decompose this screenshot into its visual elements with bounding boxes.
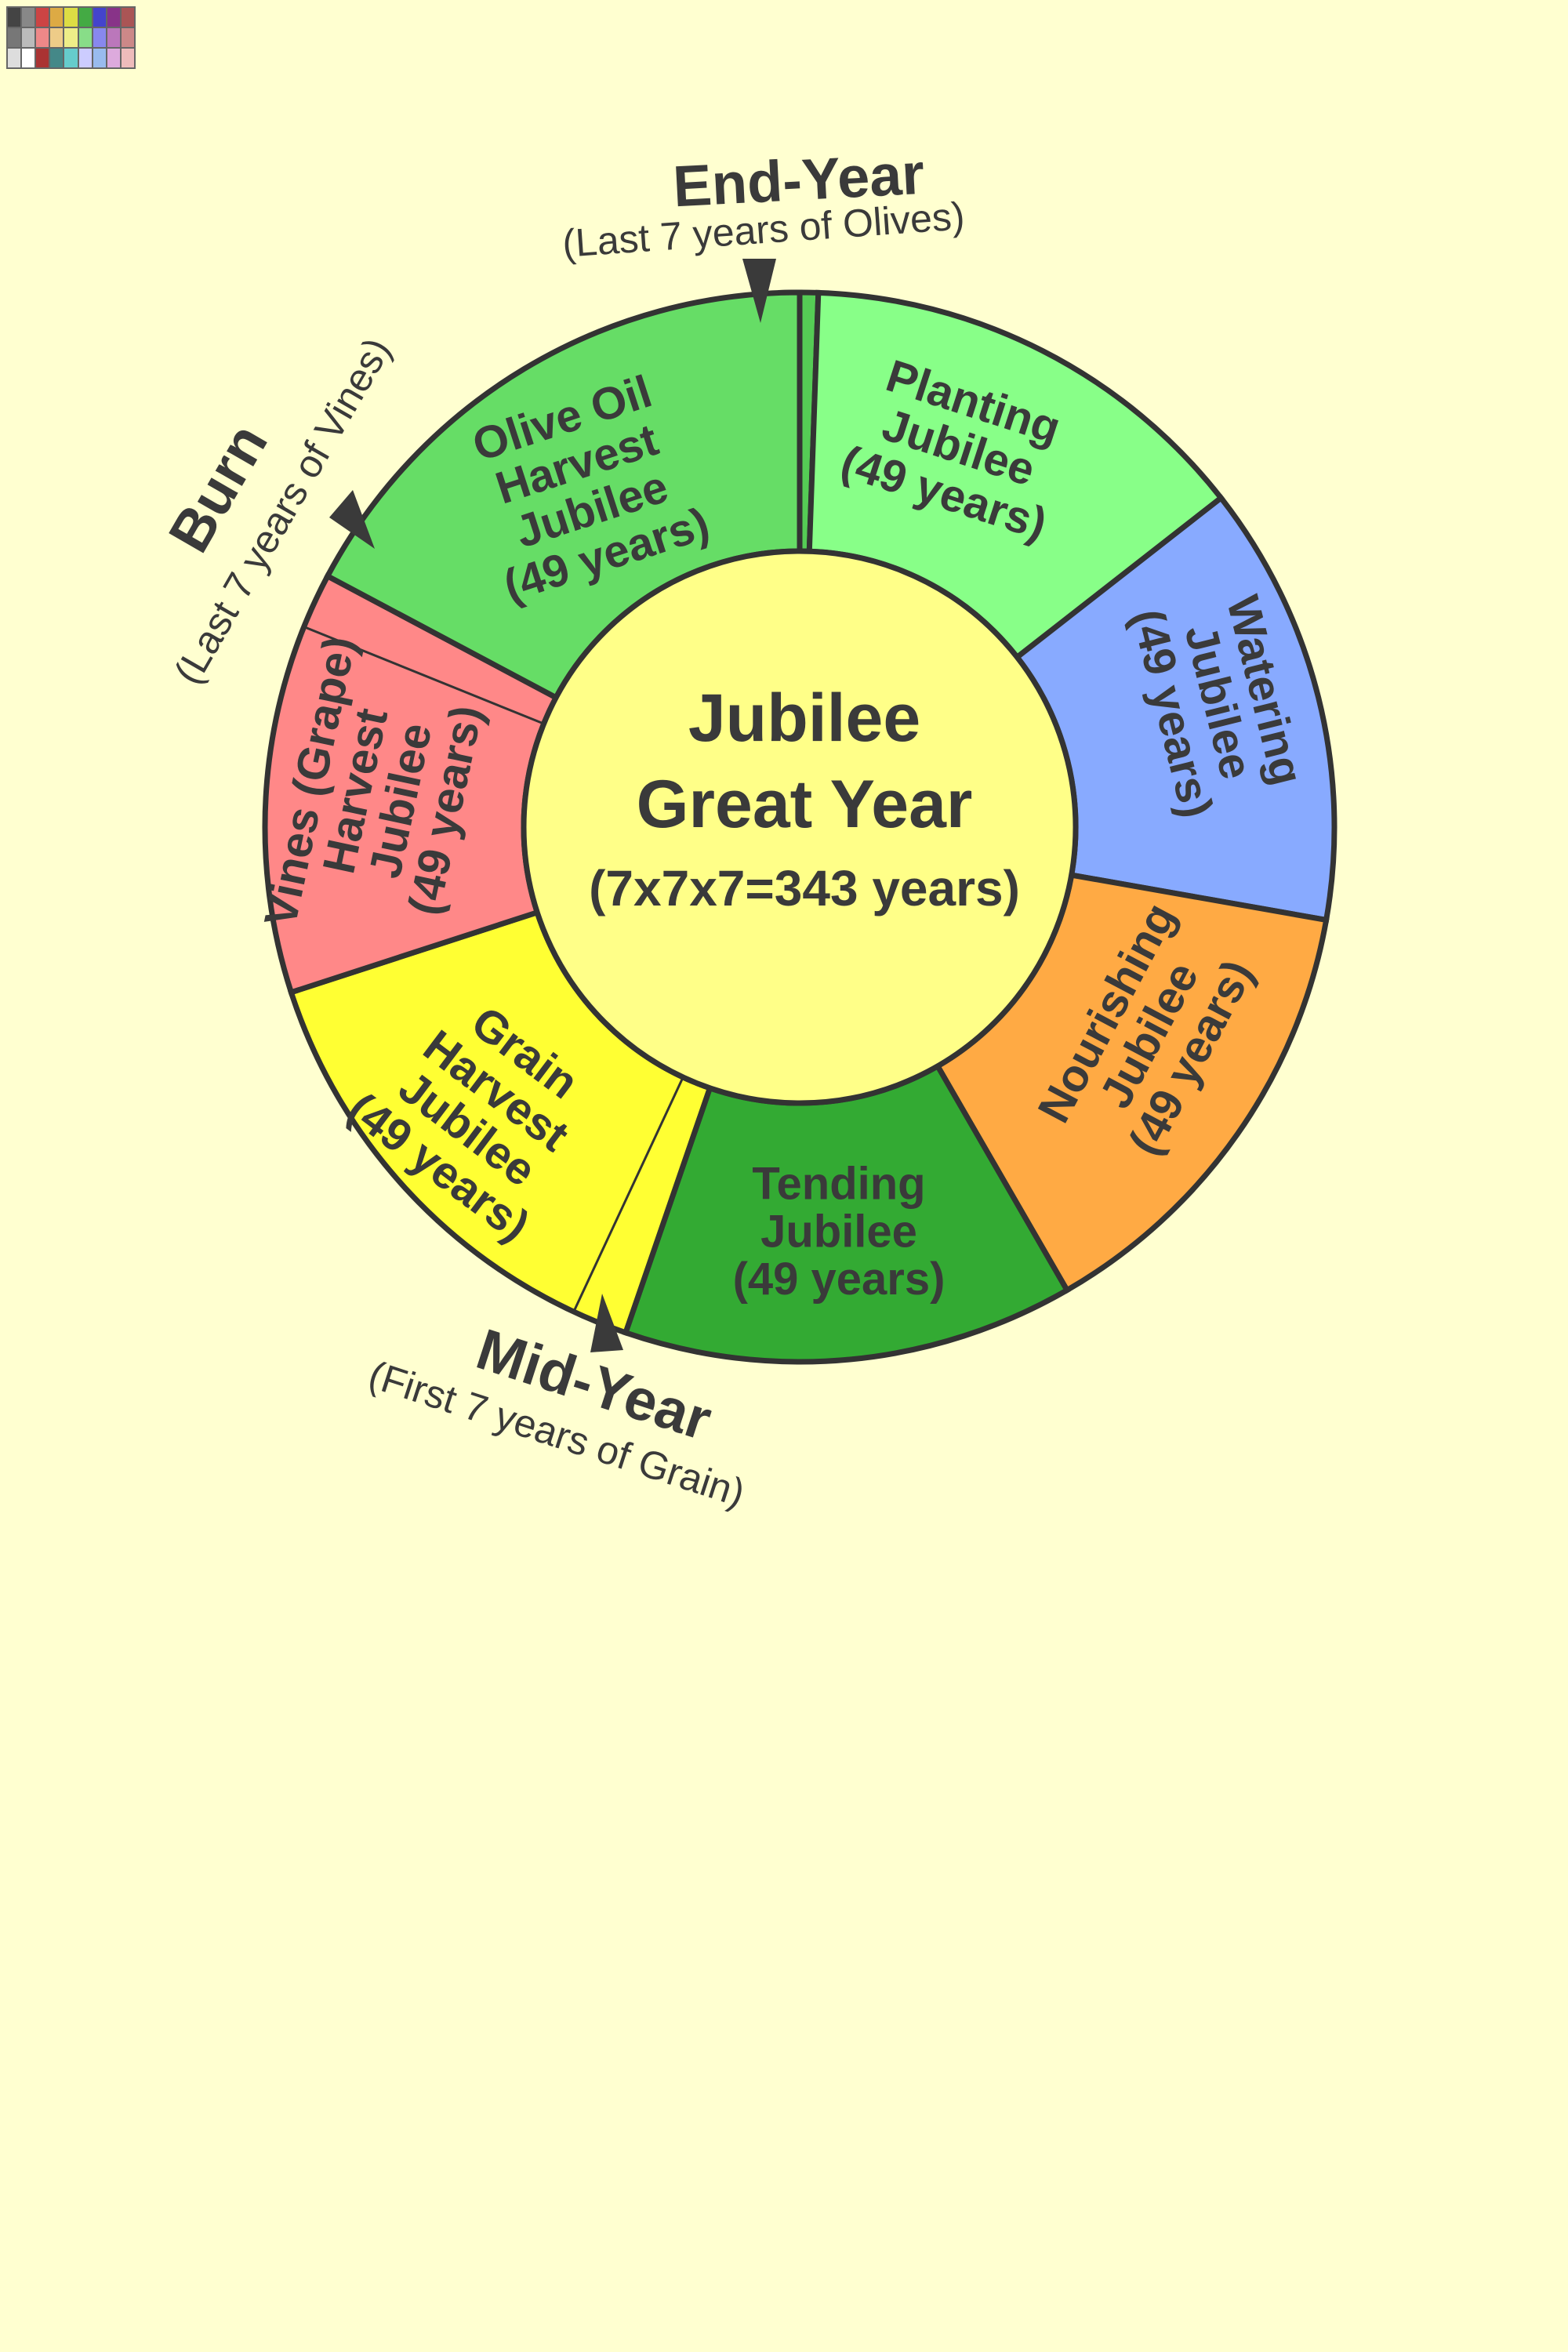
end-year-marker: End-Year (Last 7 years of Olives) (561, 141, 966, 323)
color-palette[interactable] (6, 6, 136, 69)
palette-swatch[interactable] (107, 8, 120, 27)
palette-swatch[interactable] (121, 28, 134, 47)
palette-swatch[interactable] (8, 8, 21, 27)
palette-swatch[interactable] (78, 49, 92, 67)
palette-swatch[interactable] (36, 8, 49, 27)
segment-label-line: Jubilee (760, 1206, 917, 1257)
palette-swatch[interactable] (64, 49, 78, 67)
palette-swatch[interactable] (64, 8, 78, 27)
segment-label-line: (49 years) (733, 1254, 946, 1305)
palette-swatch[interactable] (93, 8, 106, 27)
end-year-title: End-Year (671, 141, 926, 220)
palette-swatch[interactable] (8, 49, 21, 67)
palette-swatch[interactable] (36, 28, 49, 47)
center-title-line1: Jubilee (688, 681, 920, 756)
burn-divider-line (303, 626, 545, 725)
palette-swatch[interactable] (50, 28, 64, 47)
palette-swatch[interactable] (121, 8, 134, 27)
center-subtitle: (7x7x7=343 years) (589, 860, 1020, 916)
palette-swatch[interactable] (50, 8, 64, 27)
palette-swatch[interactable] (107, 49, 120, 67)
palette-swatch[interactable] (22, 49, 35, 67)
palette-swatch[interactable] (78, 28, 92, 47)
palette-swatch[interactable] (64, 28, 78, 47)
palette-swatch[interactable] (78, 8, 92, 27)
palette-swatch[interactable] (121, 49, 134, 67)
palette-swatch[interactable] (93, 49, 106, 67)
palette-swatch[interactable] (107, 28, 120, 47)
palette-swatch[interactable] (22, 8, 35, 27)
palette-swatch[interactable] (22, 28, 35, 47)
segment-label-line: Tending (752, 1158, 925, 1209)
center-disc (521, 548, 1079, 1106)
burn-arrow (329, 490, 375, 549)
mid-year-divider-line (572, 1076, 684, 1312)
palette-swatch[interactable] (8, 28, 21, 47)
palette-swatch[interactable] (50, 49, 64, 67)
palette-swatch[interactable] (36, 49, 49, 67)
end-year-arrow (742, 259, 776, 323)
center-title-line2: Great Year (637, 767, 973, 842)
mid-year-arrow (590, 1294, 623, 1352)
palette-swatch[interactable] (93, 28, 106, 47)
